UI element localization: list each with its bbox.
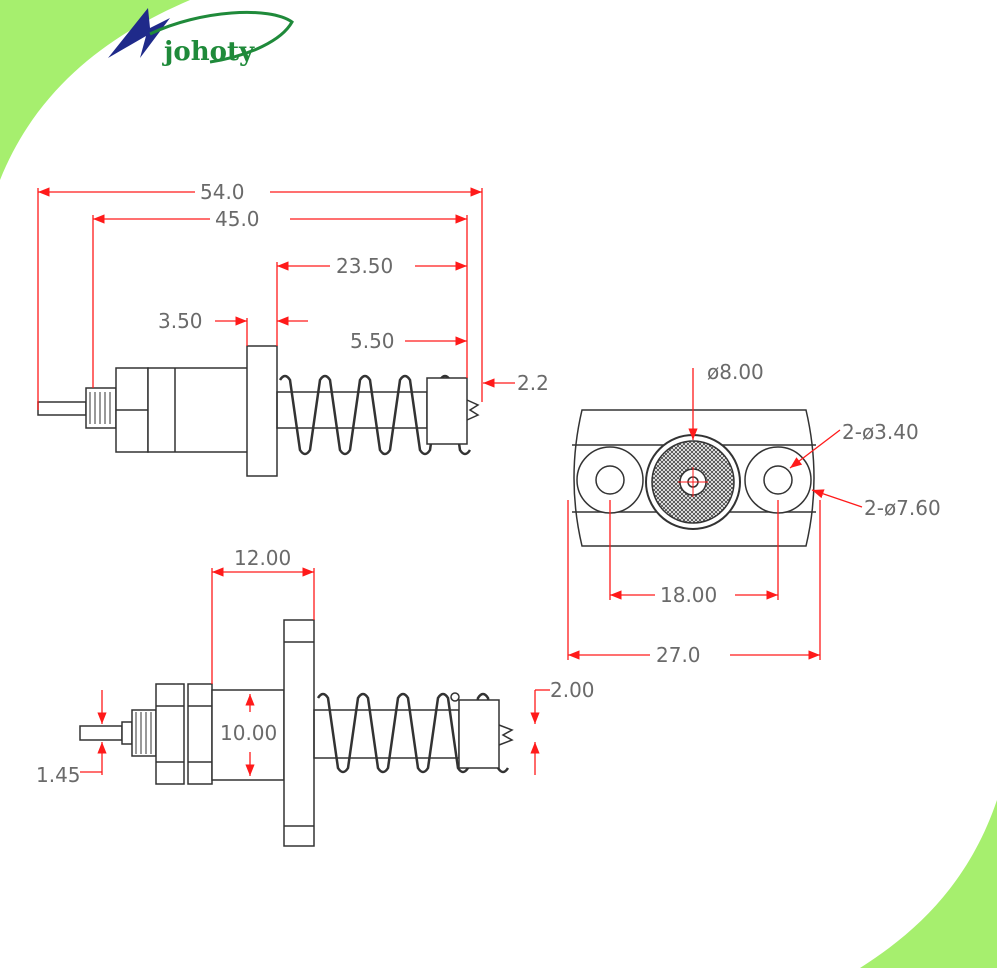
top-dimension-labels: 54.0 45.0 23.50 3.50 5.50 2.2: [158, 180, 549, 395]
end-view: [572, 409, 816, 547]
top-spring-core: [276, 391, 428, 429]
top-flange: [246, 345, 278, 477]
dim-pin-diameter: 1.45: [36, 763, 81, 787]
bottom-dimension-labels: 12.00 10.00 1.45 2.00: [36, 546, 595, 787]
logo-wordmark: johoty: [162, 37, 255, 67]
top-spring: [278, 374, 472, 456]
bottom-nut-1: [155, 683, 185, 785]
right-small-hole: [763, 465, 793, 495]
dim-bottom-tip-offset: 2.00: [550, 678, 595, 702]
bottom-spring-end: [450, 692, 460, 702]
bottom-side-view: [79, 619, 514, 847]
dim-hole-spacing: 18.00: [660, 583, 717, 607]
end-view-centerlines: [678, 467, 708, 497]
top-pin: [37, 401, 87, 416]
dim-body-diameter: 10.00: [220, 721, 277, 745]
bottom-pin-collar: [121, 721, 133, 745]
bottom-nut-2: [187, 683, 213, 785]
top-side-view: [37, 345, 480, 477]
dim-tip-length: 5.50: [350, 329, 395, 353]
left-small-hole: [595, 465, 625, 495]
dim-center-hole: ø8.00: [707, 360, 764, 384]
dim-large-holes: 2-ø7.60: [864, 496, 941, 520]
dim-flange: 3.50: [158, 309, 203, 333]
bottom-tip: [498, 724, 514, 746]
johoty-logo: johoty: [108, 8, 294, 67]
bottom-plunger: [458, 699, 500, 769]
bottom-flange: [283, 619, 315, 847]
dim-tip-offset: 2.2: [517, 371, 549, 395]
bottom-spring: [316, 692, 510, 774]
top-plunger: [426, 377, 468, 445]
top-body: [147, 367, 249, 453]
bottom-thread-lines: [135, 712, 152, 754]
bottom-right-swoosh: [860, 800, 997, 968]
top-left-swoosh: [0, 0, 190, 180]
dim-total-length: 54.0: [200, 180, 245, 204]
dim-small-holes: 2-ø3.40: [842, 420, 919, 444]
end-dimensions: [567, 368, 863, 660]
top-tip: [466, 399, 480, 421]
dim-overall-width: 27.0: [656, 643, 701, 667]
logo-arc-icon: [149, 10, 294, 64]
logo-swoosh-icon: [108, 8, 170, 58]
top-dimensions: [37, 187, 515, 410]
bottom-pin: [79, 725, 123, 741]
dim-spring-length: 23.50: [336, 254, 393, 278]
dim-flange-to-nut: 12.00: [234, 546, 291, 570]
top-thread-lines: [89, 392, 111, 424]
end-dimension-labels: ø8.00 2-ø3.40 2-ø7.60 18.00 27.0: [656, 360, 941, 667]
dim-body-length: 45.0: [215, 207, 260, 231]
bottom-dimensions: [80, 567, 550, 776]
